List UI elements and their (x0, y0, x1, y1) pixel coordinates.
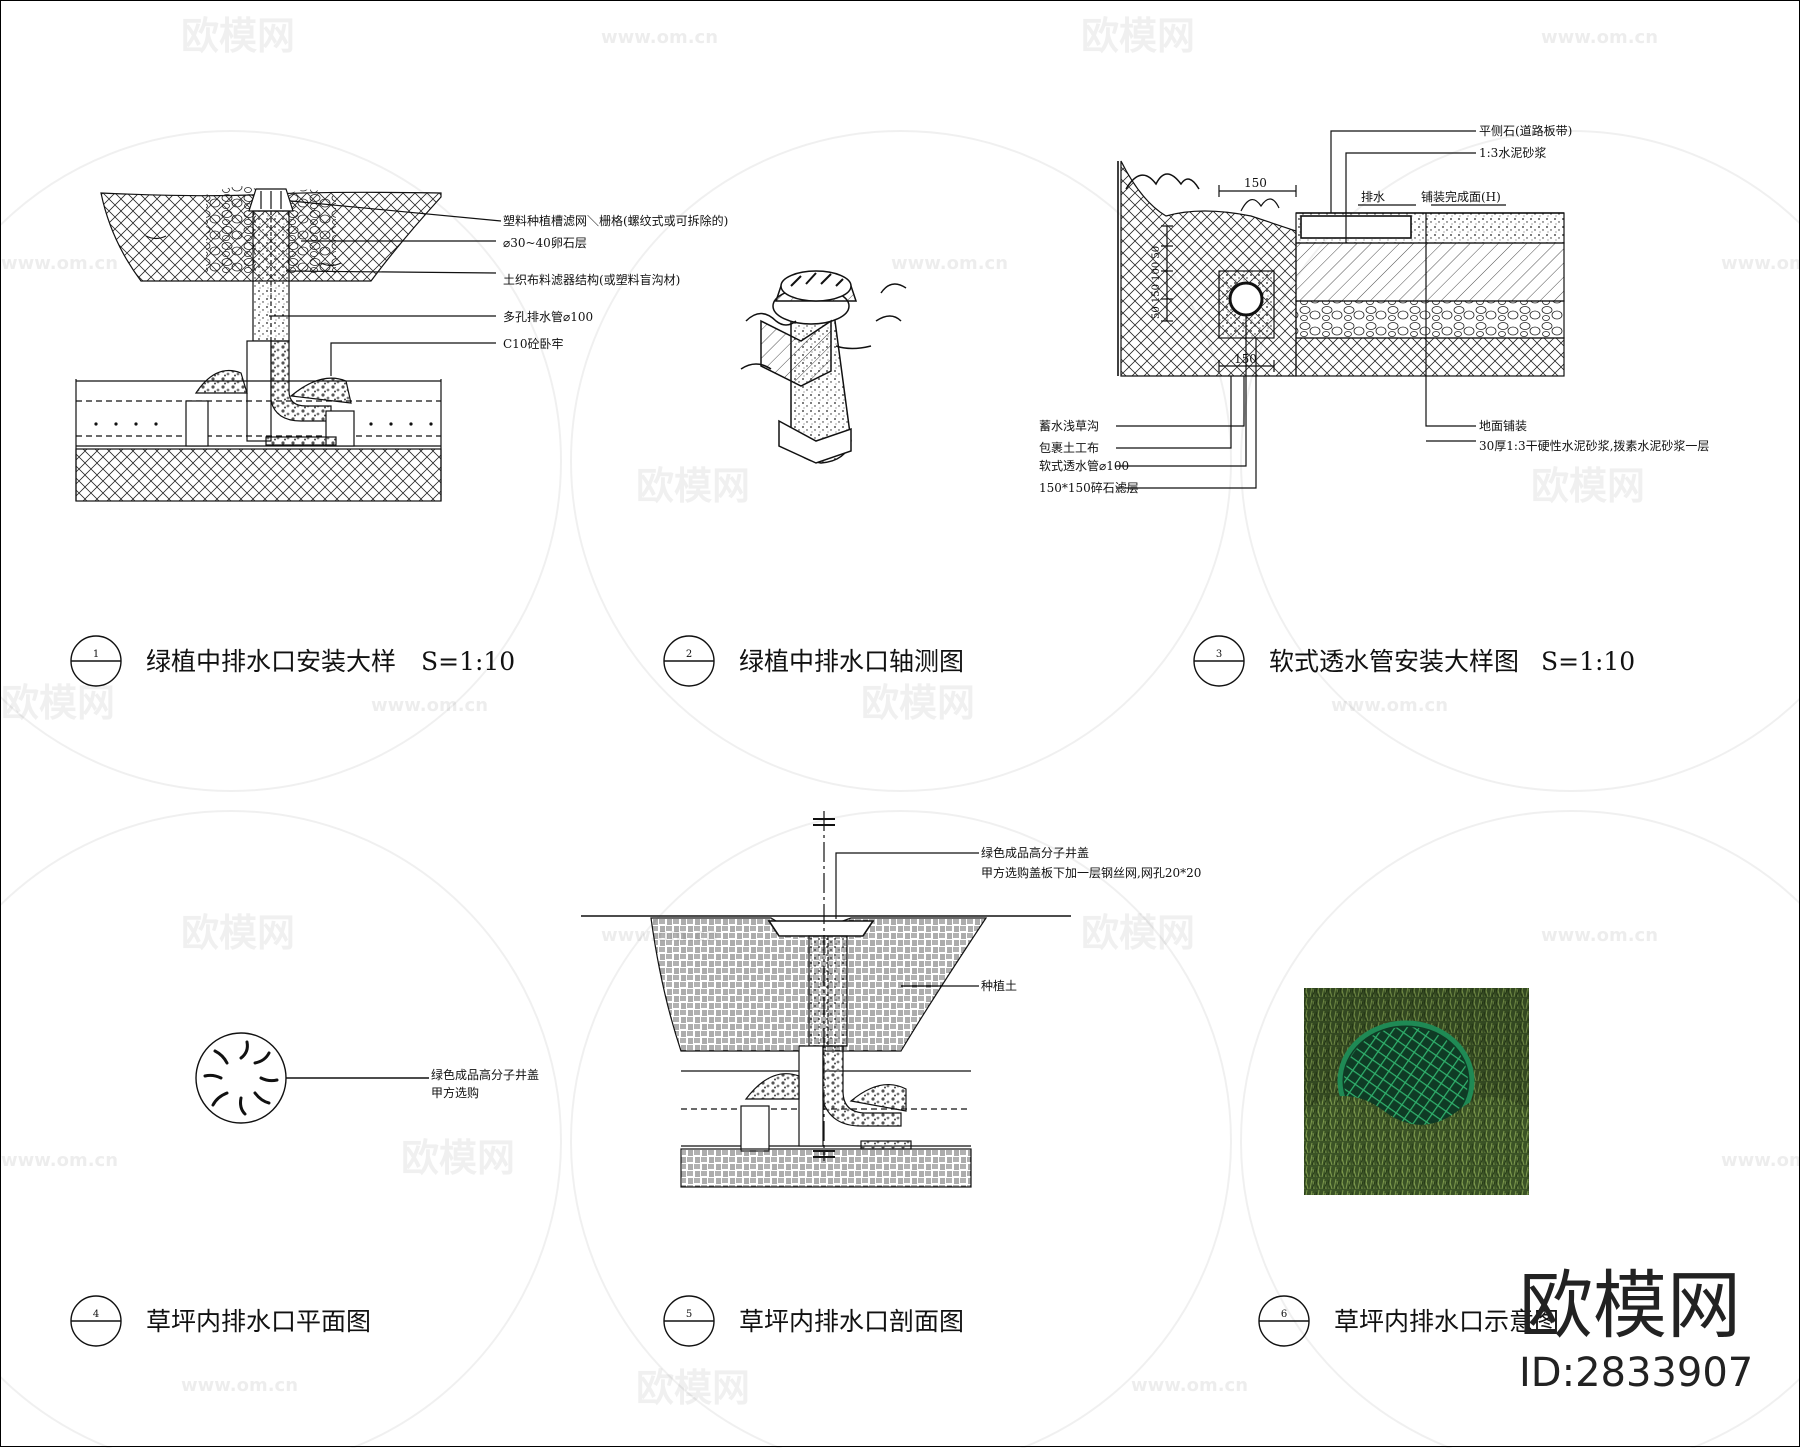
detail-number: 3 (1216, 649, 1222, 660)
watermark-text: 欧模网 (636, 464, 750, 508)
watermark-text: 欧模网 (1081, 14, 1195, 58)
detail-5-labels: 绿色成品高分子井盖 甲方选购盖板下加一层钢丝网,网孔20*20 种植土 (981, 845, 1201, 993)
watermark-url: www.om.cn (1541, 925, 1658, 946)
detail-title-text: 草坪内排水口示意图 (1334, 1307, 1559, 1336)
watermark-url: www.om.cn (1131, 1375, 1248, 1396)
label-drain: 排水 (1361, 190, 1385, 204)
detail-title-text: 绿植中排水口安装大样 (146, 647, 396, 676)
watermark-url: www.om.cn (1541, 27, 1658, 48)
label-soft-pipe: 软式透水管⌀100 (1039, 458, 1129, 473)
label-wrap-geotextile: 包裹土工布 (1039, 440, 1099, 455)
detail-6-photo (1304, 988, 1529, 1195)
detail-title-6: 6 草坪内排水口示意图 (1281, 1307, 1559, 1336)
watermark-url: www.om.cn (1, 253, 118, 274)
watermark-url: www.om.cn (891, 253, 1008, 274)
label-paving-finish: 铺装完成面(H) (1421, 189, 1501, 204)
watermark-url: www.om.cn (1, 1150, 118, 1171)
brand-name: 欧模网 (1519, 1263, 1741, 1349)
watermark-url: www.om.cn (371, 695, 488, 716)
label-mortar-layer: 30厚1:3干硬性水泥砂浆,拨素水泥砂浆一层 (1479, 438, 1709, 453)
watermark-url: www.om.cn (1331, 695, 1448, 716)
detail-3-section (1116, 130, 1565, 489)
label-cover-section-2: 甲方选购盖板下加一层钢丝网,网孔20*20 (981, 865, 1201, 880)
detail-title-text: 草坪内排水口剖面图 (739, 1307, 964, 1336)
label-perforated-pipe: 多孔排水管⌀100 (503, 309, 593, 324)
label-cover-plan-1: 绿色成品高分子井盖 (431, 1067, 539, 1082)
dim-left-stack: 50 150 100 50 (1151, 246, 1162, 319)
detail-1-labels: 塑料种植槽滤网＼栅格(螺纹式或可拆除的) ⌀30~40卵石层 土织布料滤器结构(… (503, 213, 728, 351)
detail-title-1: 1 绿植中排水口安装大样 S=1:10 (93, 647, 515, 676)
detail-title-4: 4 草坪内排水口平面图 (93, 1307, 371, 1336)
watermark-text: 欧模网 (181, 911, 295, 955)
detail-title-text: 绿植中排水口轴测图 (739, 647, 964, 676)
brand-id: ID:2833907 (1519, 1350, 1753, 1396)
detail-scale: S=1:10 (1541, 647, 1635, 676)
watermark-layer: 欧模网 欧模网 欧模网 欧模网 欧模网 欧模网 欧模网 欧模网 欧模网 欧模网 … (1, 14, 1800, 1448)
watermark-text: 欧模网 (636, 1366, 750, 1410)
detail-3-labels: 平侧石(道路板带) 1:3水泥砂浆 150 排水 铺装完成面(H) 150 50… (1039, 123, 1709, 495)
title-bubbles (70, 635, 1310, 1347)
label-cover-plan-2: 甲方选购 (431, 1085, 479, 1100)
detail-title-text: 草坪内排水口平面图 (146, 1307, 371, 1336)
detail-number: 2 (686, 649, 692, 660)
detail-number: 4 (93, 1309, 99, 1320)
detail-title-5: 5 草坪内排水口剖面图 (686, 1307, 964, 1336)
watermark-text: 欧模网 (1, 681, 115, 725)
detail-4-plan (195, 1032, 429, 1124)
watermark-url: www.om.cn (601, 27, 718, 48)
detail-title-text: 软式透水管安装大样图 (1269, 647, 1519, 676)
watermark-url: www.om.cn (1721, 1150, 1800, 1171)
detail-number: 1 (93, 649, 99, 660)
label-planting-soil: 种植土 (981, 978, 1017, 993)
label-ground-paving: 地面铺装 (1479, 419, 1527, 433)
label-cover-section-1: 绿色成品高分子井盖 (981, 845, 1089, 860)
watermark-text: 欧模网 (1081, 911, 1195, 955)
label-planter-filter: 塑料种植槽滤网＼栅格(螺纹式或可拆除的) (503, 213, 728, 228)
watermark-text: 欧模网 (1531, 464, 1645, 508)
detail-4-labels: 绿色成品高分子井盖 甲方选购 (431, 1067, 539, 1100)
label-concrete-bed: C10砼卧牢 (503, 336, 563, 351)
watermark-url: www.om.cn (181, 1375, 298, 1396)
dim-150-bottom: 150 (1234, 352, 1257, 366)
detail-1-section (75, 186, 502, 502)
dim-150-top: 150 (1244, 176, 1267, 190)
label-pebble-layer: ⌀30~40卵石层 (503, 236, 587, 250)
label-swale: 蓄水浅草沟 (1039, 419, 1099, 433)
detail-titles: 1 绿植中排水口安装大样 S=1:10 2 绿植中排水口轴测图 3 软式透水管安… (93, 647, 1635, 1336)
label-geotextile: 土织布料滤器结构(或塑料盲沟材) (503, 272, 680, 287)
watermark-text: 欧模网 (861, 681, 975, 725)
watermark-text: 欧模网 (181, 14, 295, 58)
detail-title-3: 3 软式透水管安装大样图 S=1:10 (1216, 647, 1635, 676)
detail-number: 6 (1281, 1309, 1287, 1320)
brand-block: 欧模网 ID:2833907 (1519, 1263, 1753, 1396)
detail-number: 5 (686, 1309, 692, 1320)
label-gravel-filter: 150*150碎石滤层 (1039, 480, 1139, 495)
label-curb-stone: 平侧石(道路板带) (1479, 123, 1572, 138)
watermark-text: 欧模网 (401, 1136, 515, 1180)
detail-5-section (581, 811, 1071, 1188)
detail-scale: S=1:10 (421, 647, 515, 676)
detail-2-axonometric (740, 270, 907, 464)
detail-title-2: 2 绿植中排水口轴测图 (686, 647, 964, 676)
label-cement-mortar: 1:3水泥砂浆 (1479, 145, 1546, 160)
watermark-url: www.om.cn (1721, 253, 1800, 274)
